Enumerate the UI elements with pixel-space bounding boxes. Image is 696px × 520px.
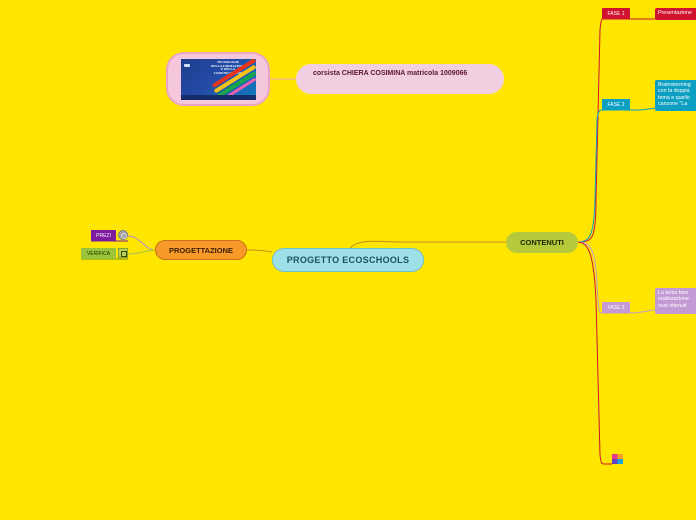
globe-icon[interactable] xyxy=(118,230,128,240)
topic-verifica[interactable]: VERIFICA xyxy=(81,248,116,259)
link-fase3-detail xyxy=(629,309,656,314)
cover-title-line: TECNOLOGIE xyxy=(217,60,239,64)
document-icon[interactable] xyxy=(118,248,128,258)
fase-label: FASE 3 xyxy=(607,304,625,311)
link-progettazione-prezi xyxy=(127,235,156,251)
topic-verifica-label: VERIFICA xyxy=(86,250,111,257)
topic-student-label: corsista CHIERA COSIMINA matricola 10090… xyxy=(313,70,468,77)
university-logo-icon xyxy=(184,64,190,67)
topic-prezi-label: PREZI xyxy=(96,232,111,239)
topic-student[interactable]: corsista CHIERA COSIMINA matricola 10090… xyxy=(296,64,504,94)
cover-title-line: DELLA FORMAZIONE xyxy=(211,63,245,68)
link-contenuti-fase3 xyxy=(577,241,630,314)
topic-progettazione-label: PROGETTAZIONE xyxy=(168,245,234,255)
image-topic[interactable]: TECNOLOGIE DELLA FORMAZIONE E DELLA COMU… xyxy=(166,52,270,106)
link-fase2-detail xyxy=(629,107,656,111)
fase-3-detail[interactable]: La terza fase realizzazione suoi ottenut… xyxy=(655,288,696,314)
link-progettazione-verifica xyxy=(127,249,156,255)
cover-title-line: E DELLA xyxy=(221,67,235,72)
link-central-progettazione xyxy=(246,249,273,253)
link-contenuti-fase2 xyxy=(577,109,630,243)
topic-fase-3[interactable]: FASE 3 xyxy=(602,302,630,313)
fase-detail-text: La terza fase realizzazione suoi ottenut… xyxy=(658,290,689,309)
course-cover-image: TECNOLOGIE DELLA FORMAZIONE E DELLA COMU… xyxy=(181,59,256,100)
topic-fase-1[interactable]: FASE 1 xyxy=(602,8,630,19)
topic-fase-2[interactable]: FASE 2 xyxy=(602,99,630,110)
topic-progettazione[interactable]: PROGETTAZIONE xyxy=(155,240,247,260)
fase-detail-text: Presentazione xyxy=(658,10,692,16)
fase-label: FASE 1 xyxy=(607,10,625,17)
fase-label: FASE 2 xyxy=(607,101,625,108)
topic-contenuti[interactable]: CONTENUTI xyxy=(506,232,578,253)
fase-1-detail[interactable]: Presentazione xyxy=(655,8,696,20)
fase-2-detail[interactable]: Brainstorming con la doppia tema e quell… xyxy=(655,80,696,111)
central-topic[interactable]: PROGETTO ECOSCHOOLS xyxy=(272,248,424,272)
topic-prezi[interactable]: PREZI xyxy=(91,230,116,241)
color-palette-icon[interactable] xyxy=(612,454,623,464)
central-topic-label: PROGETTO ECOSCHOOLS xyxy=(286,255,410,265)
topic-contenuti-label: CONTENUTI xyxy=(520,238,564,247)
link-contenuti-fase1 xyxy=(577,18,630,243)
fase-detail-text: Brainstorming con la doppia tema e quell… xyxy=(658,82,691,108)
link-central-contenuti xyxy=(349,240,508,249)
link-contenuti-fase4 xyxy=(577,241,612,465)
cover-footer-bar xyxy=(181,95,256,100)
